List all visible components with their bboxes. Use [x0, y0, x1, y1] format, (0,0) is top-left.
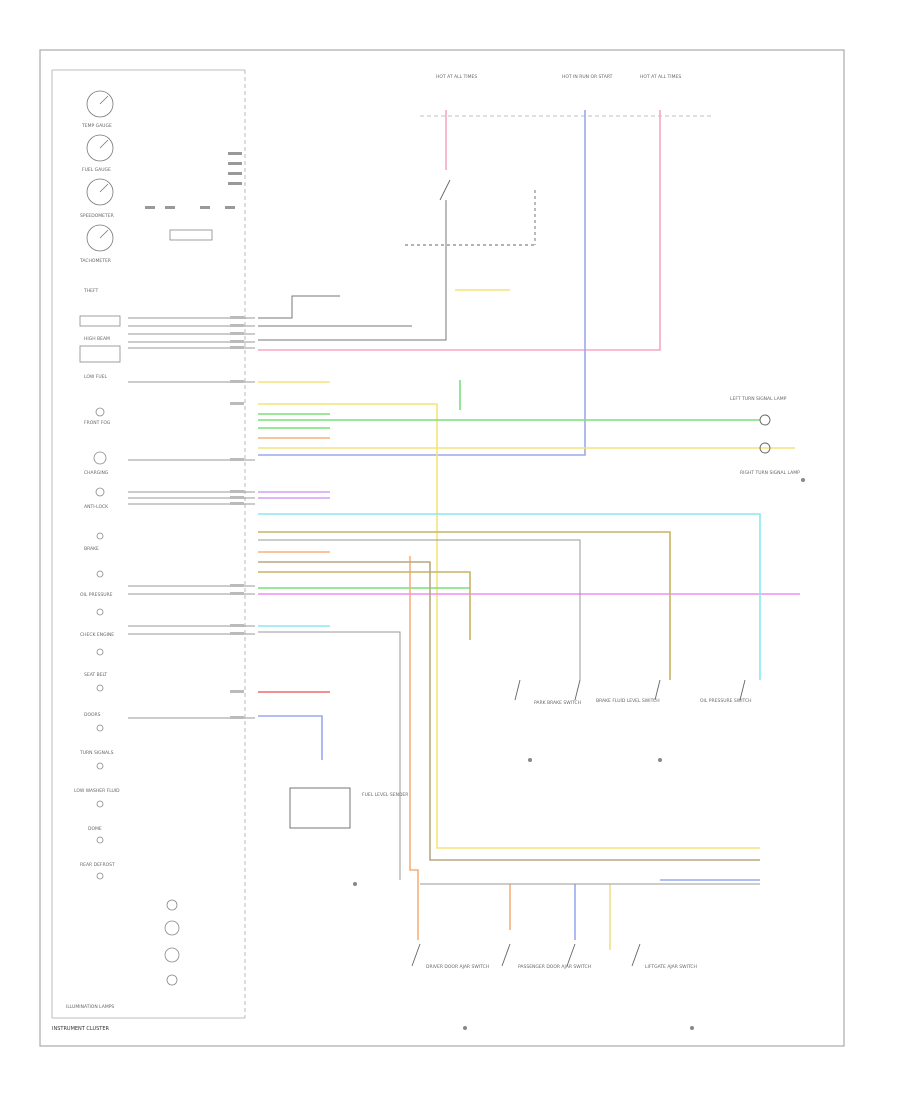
pin-ticks [230, 316, 244, 719]
instrument-cluster-box [51, 69, 246, 1019]
indicator-label: HIGH BEAM [84, 336, 110, 342]
gauge-label-speedometer: SPEEDOMETER [80, 213, 114, 219]
gauge-icons [86, 90, 114, 252]
indicator-label: OIL PRESSURE [80, 592, 113, 598]
indicator-label: BRAKE [84, 546, 99, 552]
indicator-label: TURN SIGNALS [79, 750, 114, 756]
indicator-label: REAR DEFROST [80, 862, 115, 868]
indicator-lamps [79, 315, 180, 986]
indicator-label: LOW WASHER FLUID [74, 788, 120, 794]
fuse-label: HOT AT ALL TIMES [436, 74, 477, 80]
component-label: DRIVER DOOR AJAR SWITCH [426, 964, 489, 970]
gauge-label-tachometer: TACHOMETER [79, 258, 111, 264]
component-label: PASSENGER DOOR AJAR SWITCH [518, 964, 591, 970]
illumination-label: ILLUMINATION LAMPS [66, 1004, 114, 1010]
component-label: RIGHT TURN SIGNAL LAMP [740, 470, 800, 476]
indicator-label: ANTI-LOCK [84, 504, 109, 510]
cluster-connector [169, 229, 213, 241]
cluster-connector-ticks [145, 152, 242, 209]
component-label: PARK BRAKE SWITCH [534, 700, 581, 706]
cluster-title: INSTRUMENT CLUSTER [52, 1026, 110, 1032]
component-label: LEFT TURN SIGNAL LAMP [730, 396, 787, 402]
indicator-label: FRONT FOG [84, 420, 111, 426]
fuse-label: HOT AT ALL TIMES [640, 74, 681, 80]
indicator-label: DOME [88, 826, 102, 832]
component-label: FUEL LEVEL SENDER [362, 792, 408, 798]
indicator-label: THEFT [83, 288, 98, 294]
cluster-stubs [128, 317, 255, 719]
indicator-label: CHECK ENGINE [80, 632, 114, 638]
ground-symbols [353, 478, 805, 1030]
component-label: LIFTGATE AJAR SWITCH [645, 964, 697, 970]
component-symbols [289, 179, 771, 967]
indicator-label: SEAT BELT [84, 672, 107, 678]
gauge-label-temp: TEMP GAUGE [81, 123, 112, 129]
component-label: BRAKE FLUID LEVEL SWITCH [596, 698, 660, 704]
wire-colored [258, 110, 800, 950]
diagram-frame [39, 49, 845, 1047]
fuse-label: HOT IN RUN OR START [562, 74, 613, 80]
component-label: OIL PRESSURE SWITCH [700, 698, 752, 704]
gauge-label-fuel: FUEL GAUGE [82, 167, 111, 173]
indicator-label: LOW FUEL [84, 374, 107, 380]
indicator-label: DOORS [84, 712, 101, 718]
indicator-labels: THEFT HIGH BEAM LOW FUEL FRONT FOG CHARG… [74, 288, 120, 868]
indicator-label: CHARGING [84, 470, 109, 476]
